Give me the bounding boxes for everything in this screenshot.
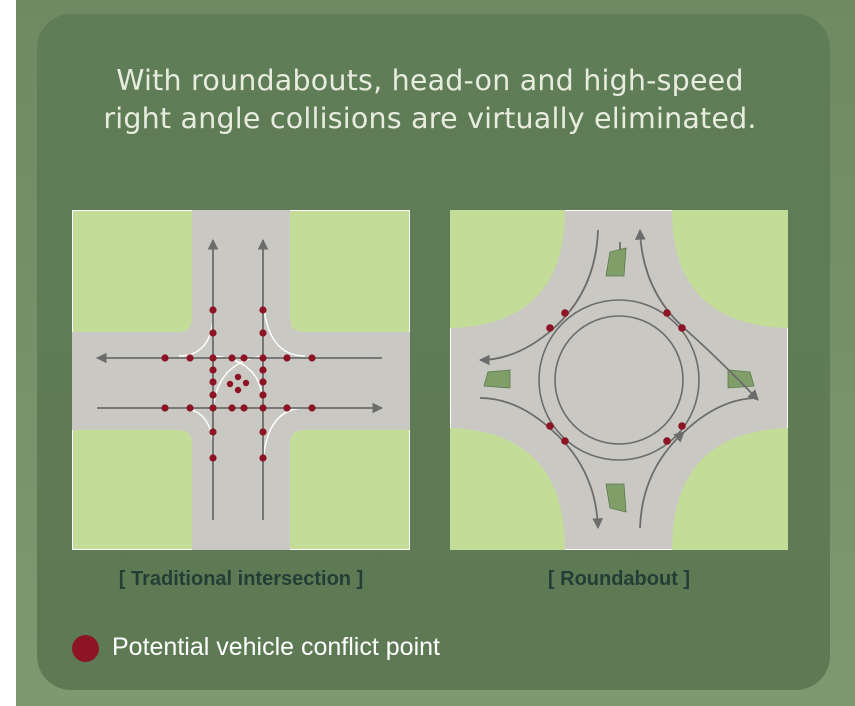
central-island (554, 315, 684, 445)
horizontal-road (72, 332, 410, 430)
traditional-intersection-caption: [ Traditional intersection ] (118, 568, 364, 590)
legend-label: Potential vehicle conflict point (112, 633, 440, 661)
conflict-point-icon (72, 635, 99, 662)
outer-circulatory-lane (538, 299, 700, 461)
roundabout-caption: [ Roundabout ] (547, 568, 691, 590)
conflict-points (161, 306, 316, 462)
grass-corners (450, 210, 788, 550)
headline: With roundabouts, head-on and high-speed… (103, 64, 757, 135)
splitter-islands (483, 247, 755, 513)
conflict-points (546, 309, 686, 445)
traditional-intersection-diagram (72, 210, 410, 550)
roundabout-diagram (450, 210, 788, 550)
